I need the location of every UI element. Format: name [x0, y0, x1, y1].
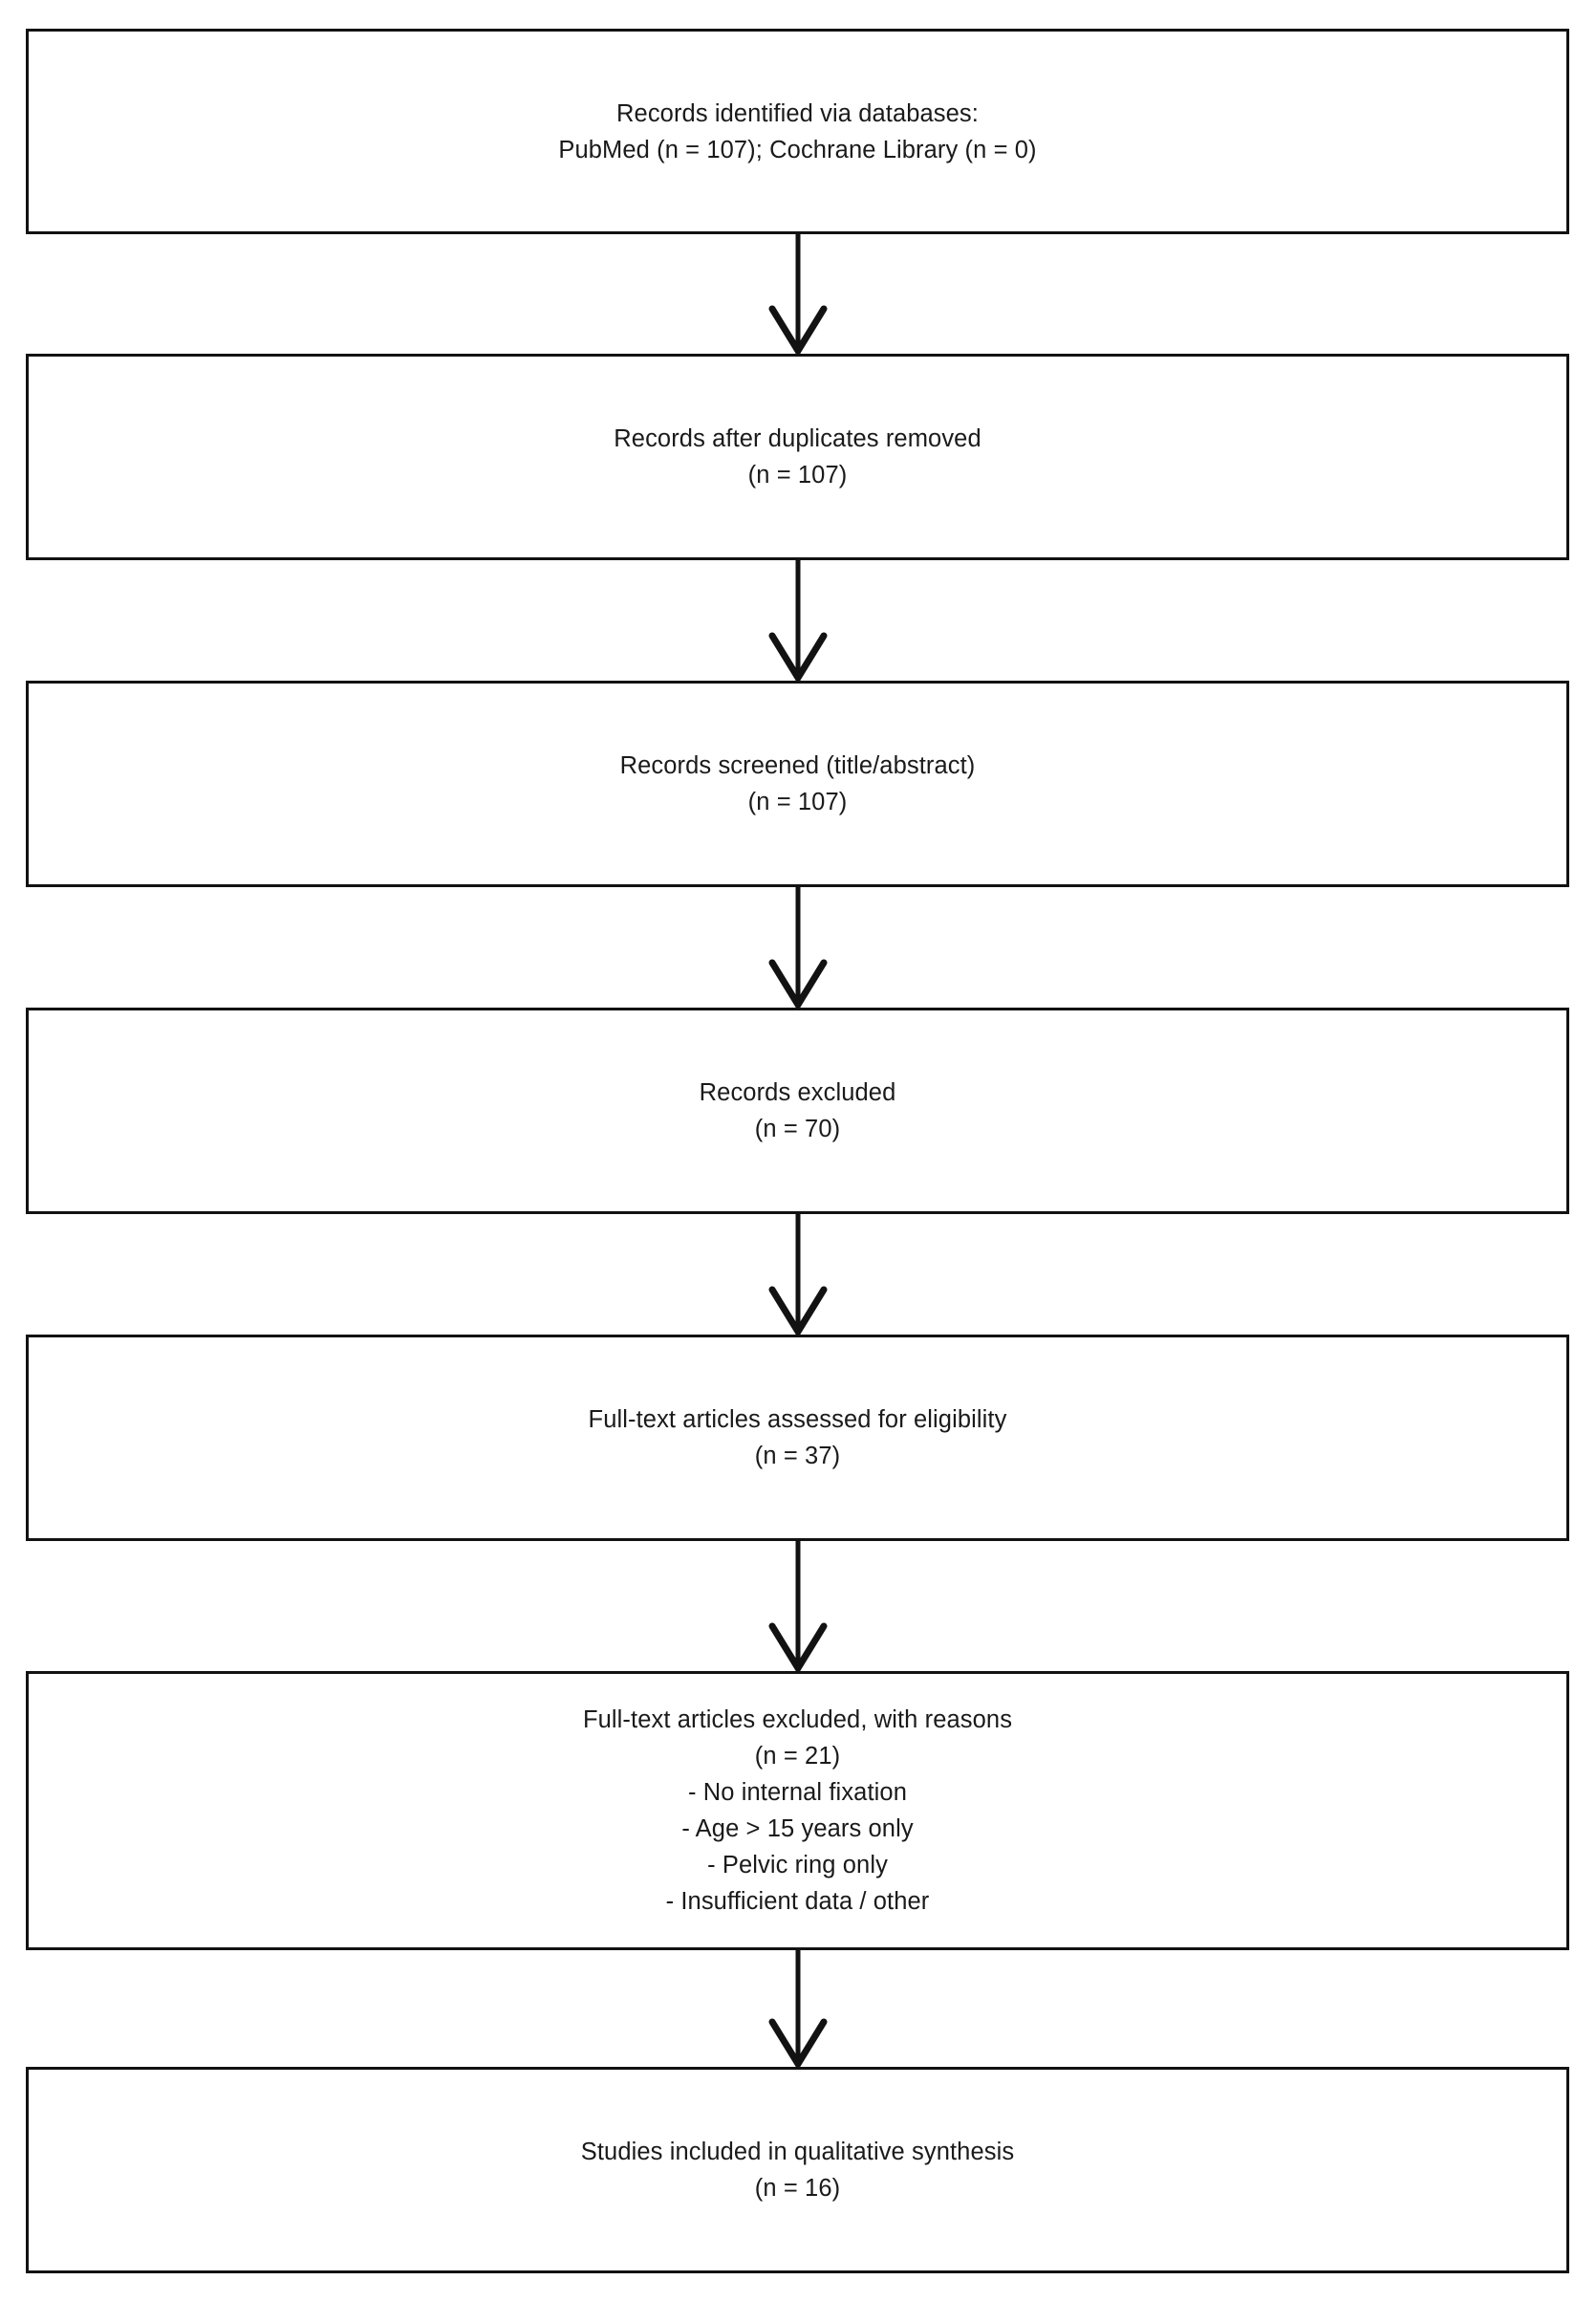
flow-node-identification: Records identified via databases: PubMed…	[26, 29, 1569, 234]
flow-node-fulltext-excluded: Full-text articles excluded, with reason…	[26, 1671, 1569, 1950]
flow-node-duplicates-removed: Records after duplicates removed (n = 10…	[26, 354, 1569, 560]
flow-arrow-4	[0, 1214, 1596, 1335]
flow-node-text: Records after duplicates removed (n = 10…	[614, 425, 981, 489]
flow-node-text: Records identified via databases: PubMed…	[558, 99, 1037, 163]
flow-node-records-screened: Records screened (title/abstract) (n = 1…	[26, 681, 1569, 887]
flow-node-text: Records excluded (n = 70)	[699, 1079, 896, 1142]
flow-arrow-3	[0, 887, 1596, 1008]
flow-arrow-1	[0, 234, 1596, 354]
flow-node-records-excluded: Records excluded (n = 70)	[26, 1008, 1569, 1214]
flow-node-fulltext-assessed: Full-text articles assessed for eligibil…	[26, 1335, 1569, 1541]
flow-node-text: Studies included in qualitative synthesi…	[580, 2139, 1015, 2202]
flow-node-studies-included: Studies included in qualitative synthesi…	[26, 2067, 1569, 2273]
flow-arrow-6	[0, 1950, 1596, 2067]
flow-arrow-5	[0, 1541, 1596, 1671]
flow-node-text: Full-text articles assessed for eligibil…	[588, 1406, 1007, 1469]
flow-arrow-2	[0, 560, 1596, 681]
flow-node-text: Records screened (title/abstract) (n = 1…	[619, 752, 976, 815]
flow-node-text: Full-text articles excluded, with reason…	[582, 1706, 1013, 1915]
